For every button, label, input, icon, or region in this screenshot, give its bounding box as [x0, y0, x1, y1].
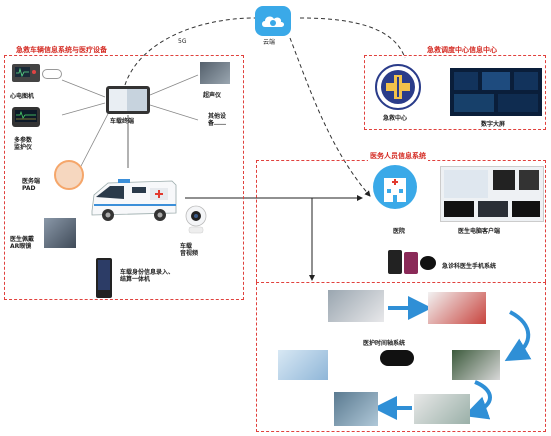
device-icon: [420, 256, 436, 270]
hospital-icon: [372, 164, 418, 210]
vehicle-system-box: [4, 55, 244, 300]
vehicle-system-title: 急救车辆信息系统与医疗设备: [14, 45, 109, 55]
pad-label: 医务端 PAD: [22, 178, 41, 192]
monitor-label: 多参数 监护仪: [14, 137, 33, 151]
emergency-center-logo-icon: [374, 63, 422, 111]
client-monitors-image: [440, 166, 544, 222]
cable-icon: [42, 69, 62, 79]
cloud-link-hospital: [289, 37, 371, 197]
cloud-link-right: [299, 17, 406, 59]
link-5g-label: 5G: [178, 38, 187, 45]
wristband-icon: [380, 350, 414, 366]
phone-icon: [388, 250, 402, 274]
ultrasound-photo: [200, 62, 230, 84]
cloud-label: 云端: [263, 39, 276, 46]
cloud-icon: [255, 6, 291, 36]
ultrasound-label: 超声仪: [203, 92, 222, 99]
digital-screen-label: 数字大屏: [481, 121, 506, 128]
phone-icon-2: [404, 252, 418, 274]
terminal-device-icon: [96, 258, 112, 298]
wristband-label: 医护时间轴系统: [363, 340, 406, 347]
ambulance-icon: [88, 175, 180, 227]
ecg-label: 心电图机: [10, 93, 35, 100]
medic-avatar-icon: [54, 160, 84, 190]
hospital-entrance-photo: [452, 350, 500, 380]
operating-room-photo: [334, 392, 378, 426]
process-box: [256, 282, 546, 432]
flow-arrow-2: [504, 310, 532, 362]
medical-staff-title: 医务人员信息系统: [368, 151, 428, 161]
ecg-machine-icon: [12, 64, 40, 82]
tablet-terminal-icon: [106, 86, 150, 114]
patient-transfer-photo: [328, 290, 384, 322]
client-label: 医生电脑客户端: [458, 228, 501, 235]
digital-screen-image: [450, 68, 542, 116]
emergency-center-label: 急救中心: [383, 115, 408, 122]
terminal-label: 车载终端: [110, 118, 135, 125]
ward-photo: [278, 350, 328, 380]
camera-label: 车载 音视频: [180, 243, 199, 257]
gateway-label: 车载身份信息录入、 结算一体机: [120, 269, 175, 283]
app-label: 急诊科医生手机系统: [442, 263, 497, 270]
patient-monitor-icon: [12, 107, 40, 127]
ar-label: 医生佩戴 AR眼镜: [10, 236, 35, 250]
other-devices-label: 其他设 备……: [208, 113, 227, 127]
hospital-label: 医院: [393, 228, 406, 235]
ar-glasses-photo: [44, 218, 76, 248]
dispatch-center-title: 急救调度中心信息中心: [425, 45, 499, 55]
camera-icon: [184, 205, 208, 235]
dispatch-center-box: [364, 55, 546, 130]
treatment-photo: [414, 394, 470, 424]
flow-arrow-3: [463, 380, 492, 420]
ambulance-photo: [428, 292, 486, 324]
cloud-link-left: [124, 17, 256, 86]
